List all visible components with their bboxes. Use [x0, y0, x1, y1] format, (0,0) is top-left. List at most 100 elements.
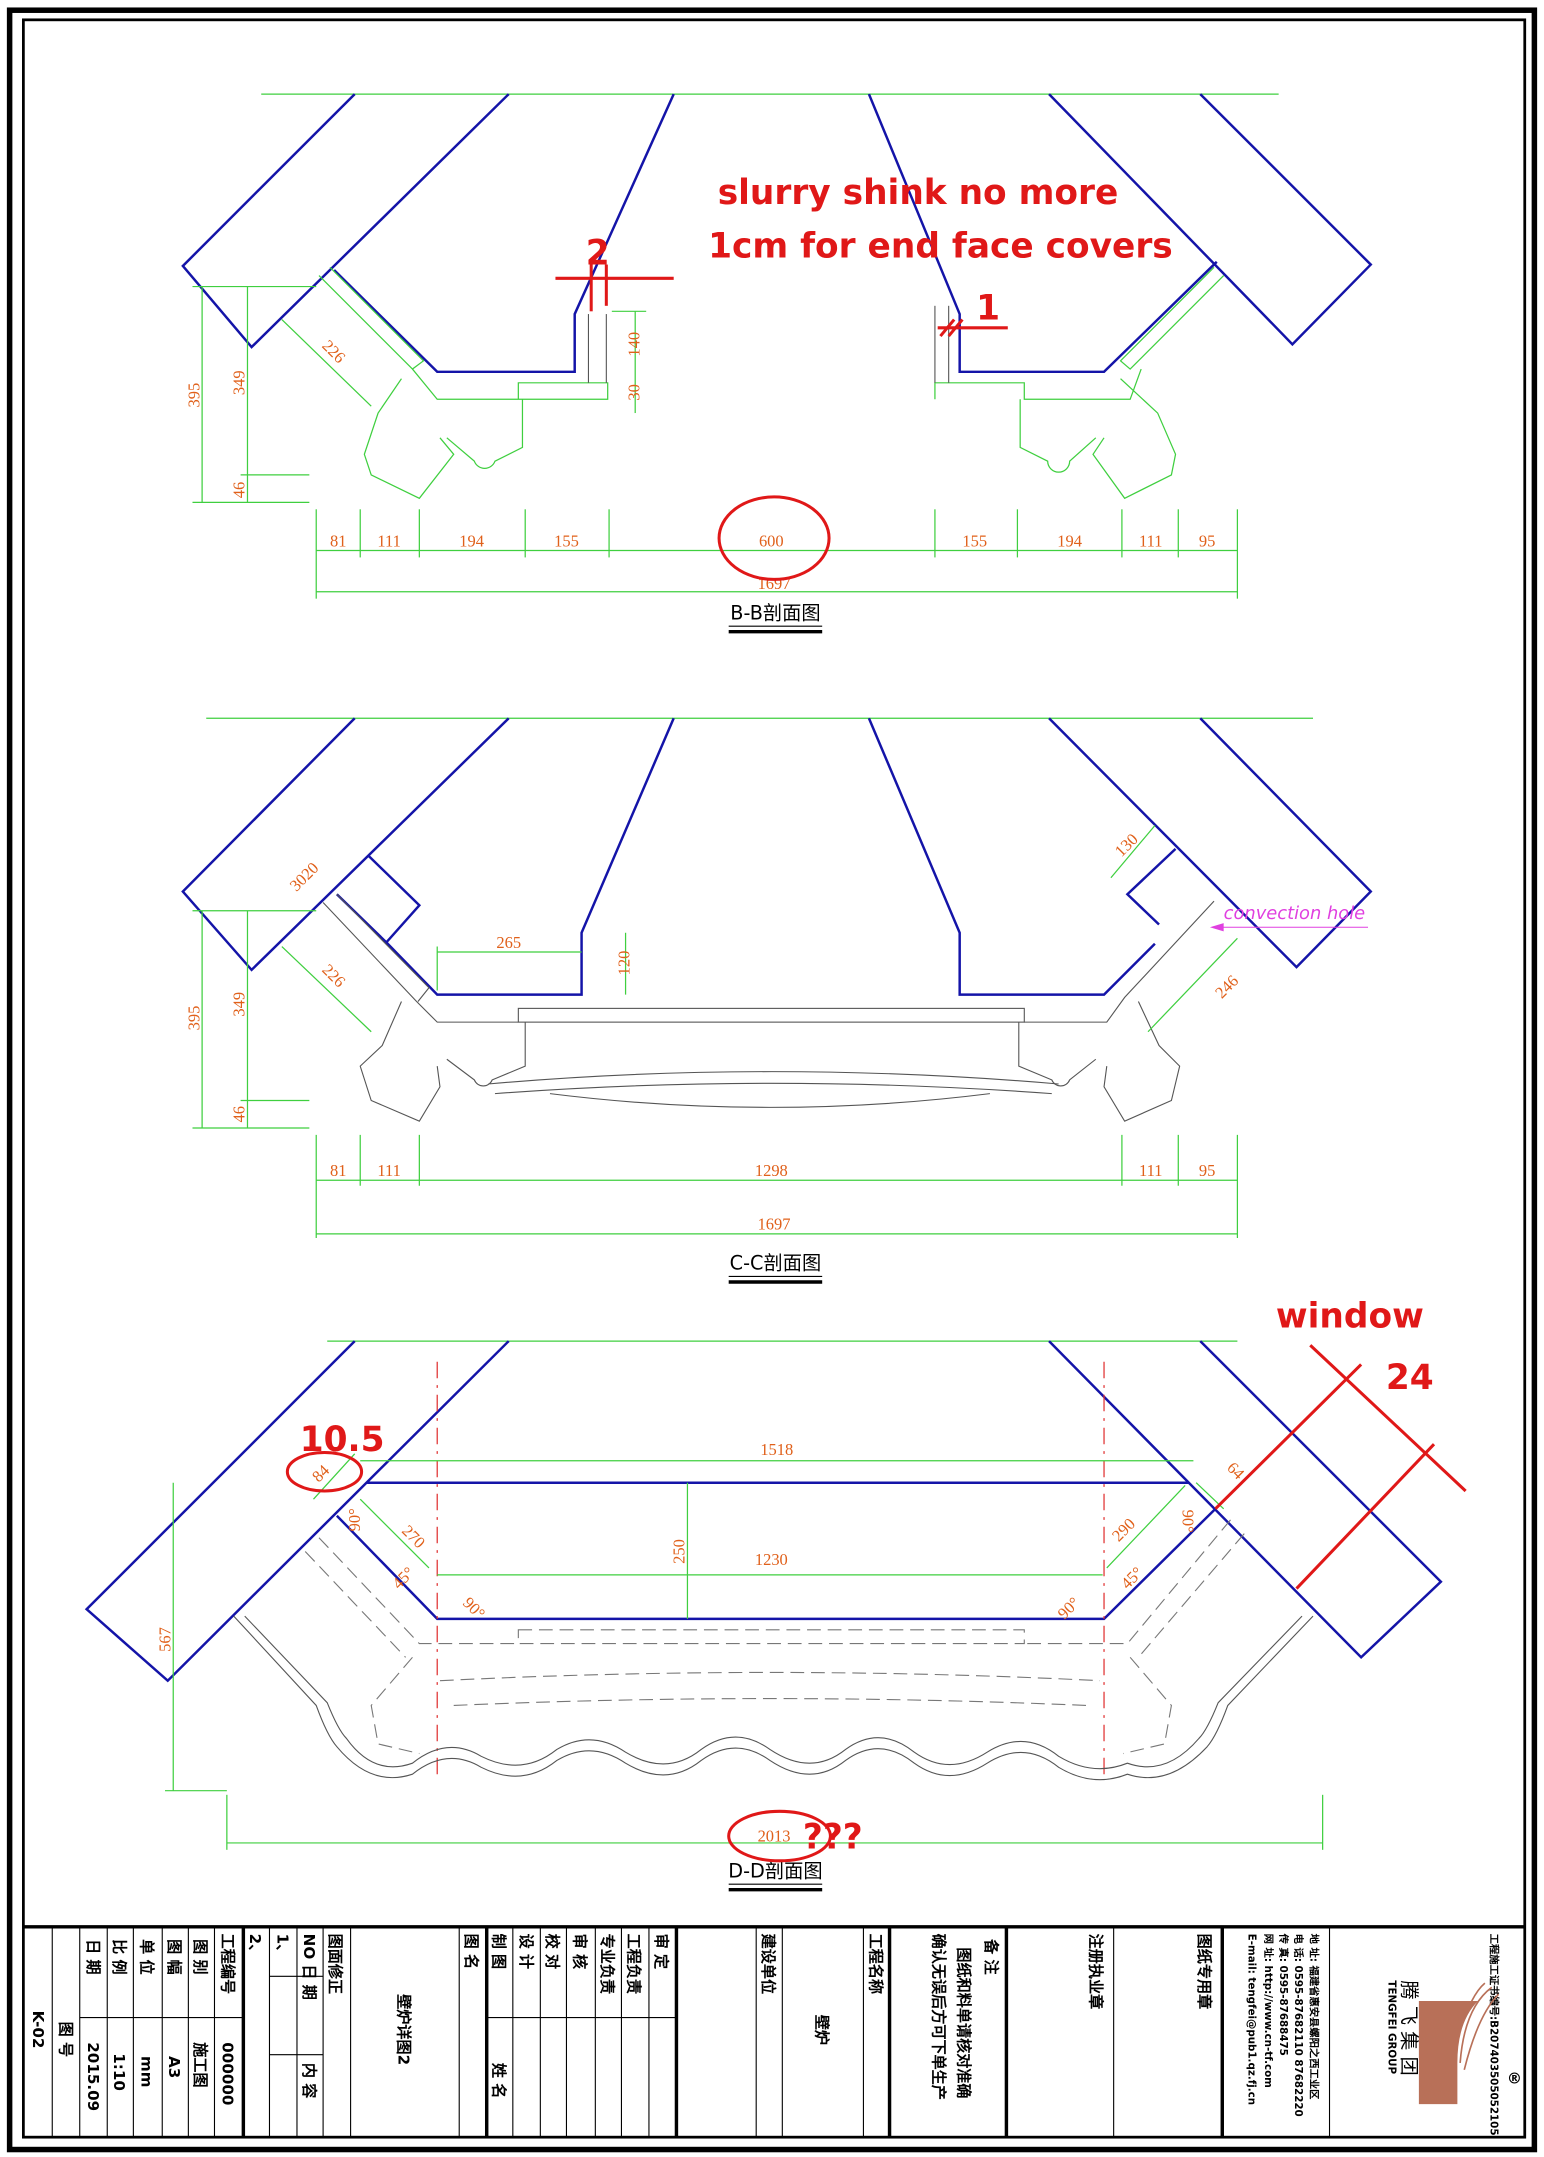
revision-header: 图面修正 [326, 1934, 344, 1994]
remarks-label: 备 注 [982, 1938, 1000, 1974]
dim-cc-5: 95 [1199, 1161, 1215, 1180]
dim-cc-3020: 3020 [286, 858, 323, 895]
date-value: 2015.09 [84, 2042, 102, 2111]
dim-bb-30: 30 [624, 384, 643, 400]
dim-cc-349: 349 [230, 992, 249, 1017]
project-lead-label: 工程负责 [624, 1934, 642, 1994]
dim-cc-246: 246 [1211, 971, 1242, 1002]
unit-value: mm [138, 2056, 156, 2088]
dim-bb-226: 226 [318, 336, 349, 367]
scale-label: 比 例 [110, 1939, 128, 1974]
name-header: 姓 名 [490, 2063, 508, 2098]
dim-dd-2013: 2013 [758, 1827, 791, 1846]
dim-bb-46: 46 [230, 482, 249, 498]
company-name-en: TENGFEI GROUP [1386, 1980, 1398, 2074]
sheet-size-value: A3 [165, 2056, 183, 2078]
dim-dd-290: 290 [1108, 1514, 1139, 1545]
dim-bb-395: 395 [184, 383, 203, 408]
annotation-question: ??? [803, 1817, 863, 1857]
convection-arrow-icon [1209, 923, 1224, 932]
reviewed-by-label: 审 核 [571, 1934, 589, 1969]
dim-bb-8: 111 [1139, 531, 1163, 550]
section-title-cc: C-C剖面图 [730, 1252, 822, 1275]
angle-dd-90-d: 90° [1178, 1510, 1197, 1533]
discipline-lead-label: 专业负责 [598, 1934, 616, 1994]
scale-value: 1:10 [110, 2053, 128, 2091]
angle-dd-45-b: 45° [1117, 1563, 1147, 1593]
highlight-ellipse-2013 [727, 1809, 832, 1863]
drawing-number-value: K-02 [29, 2011, 47, 2049]
dim-cc-2: 111 [377, 1161, 401, 1180]
dim-bb-6: 155 [962, 531, 987, 550]
company-fax: 传 真: 0595-87688475 [1277, 1933, 1290, 2056]
dim-cc-46: 46 [230, 1106, 249, 1122]
checked-by-label: 校 对 [543, 1934, 561, 1969]
drawing-name-value: 壁炉详图2 [395, 1994, 413, 2065]
registered-seal-label: 注册执业章 [1086, 1934, 1104, 2010]
dim-cc-120: 120 [615, 951, 634, 976]
dim-bb-total: 1697 [758, 574, 791, 593]
date-label: 日 期 [84, 1939, 102, 1974]
drawn-by-label: 制 图 [490, 1934, 508, 1969]
drawing-seal-label: 图纸专用章 [1195, 1934, 1213, 2010]
dim-cc-3: 1298 [755, 1161, 788, 1180]
project-number-label: 工程编号 [219, 1934, 237, 1994]
convection-hole-label: convection hole [1224, 903, 1366, 924]
dim-bb-3: 194 [459, 531, 484, 550]
dim-dd-567: 567 [155, 1627, 174, 1652]
dim-bb-1: 81 [330, 531, 346, 550]
highlight-ellipse-84 [285, 1450, 364, 1493]
dim-cc-1: 81 [330, 1161, 346, 1180]
company-website: 网 址: http://www.cn-tf.com [1262, 1934, 1275, 2088]
title-block: K-02 图 号 日 期 2015.09 比 例 1:10 单 位 mm 图 幅… [23, 1925, 1525, 2138]
dim-bb-4: 155 [554, 531, 579, 550]
dim-bb-9: 95 [1199, 531, 1215, 550]
dim-dd-1518: 1518 [760, 1440, 793, 1459]
sheet-size-label: 图 幅 [165, 1939, 183, 1974]
highlight-ellipse-600 [717, 495, 831, 581]
company-name-cn: 腾 飞 集 团 [1397, 1980, 1420, 2075]
license-number: 工程施工证书编号:B207403505052105 [1487, 1934, 1500, 2136]
dim-cc-130: 130 [1111, 830, 1142, 861]
dim-dd-1230: 1230 [755, 1550, 788, 1569]
dim-bb-5: 600 [759, 531, 784, 550]
section-bb: 81 111 194 155 600 155 194 111 95 1697 3… [181, 93, 1373, 634]
inner-border [21, 18, 1527, 2139]
section-title-dd: D-D剖面图 [728, 1859, 822, 1882]
project-number-value: 000000 [219, 2042, 237, 2105]
dim-cc-265: 265 [496, 933, 521, 952]
company-phone: 电 话: 0595-87682110 87682220 [1292, 1934, 1305, 2117]
remarks-line-1: 图纸和料单请核对准确 [954, 1947, 972, 2098]
annotation-slurry-line1: slurry shink no more [718, 173, 1119, 213]
company-email: E-mail: tengfei@pub1.qz.fj.cn [1245, 1934, 1257, 2105]
dim-dd-250: 250 [670, 1539, 689, 1564]
annotation-slurry-line2: 1cm for end face covers [708, 227, 1173, 267]
revision-1: 1、 [274, 1934, 292, 1960]
outer-border [6, 7, 1538, 2153]
annotation-mark-1: 1 [976, 289, 1000, 329]
revision-2: 2、 [246, 1934, 264, 1960]
revision-content-header: 内 容 [300, 2063, 318, 2099]
approved-by-label: 审 定 [652, 1934, 670, 1970]
drawing-type-value: 施工图 [191, 2042, 209, 2087]
annotation-24: 24 [1386, 1358, 1434, 1398]
dim-cc-total: 1697 [758, 1215, 791, 1234]
revision-no-date-header: NO 日 期 [300, 1934, 318, 2000]
project-name-value: 壁炉 [813, 2015, 831, 2045]
designed-by-label: 设 计 [517, 1934, 535, 1969]
company-address: 地 址: 福建省惠安县螺阳之西工业区 [1307, 1934, 1320, 2100]
client-label: 建设单位 [759, 1934, 777, 1994]
section-title-bb: B-B剖面图 [730, 601, 820, 624]
remarks-line-2: 确认无误后方可下单生产 [930, 1934, 948, 2100]
project-name-label: 工程名称 [866, 1934, 884, 1994]
annotation-window: window [1276, 1296, 1424, 1336]
drawing-number-label: 图 号 [56, 2022, 74, 2057]
registered-mark: ® [1507, 2070, 1522, 2088]
dim-bb-349: 349 [230, 370, 249, 395]
section-dd: 1518 1230 250 270 290 84 64 90° 45° 90° … [84, 1296, 1467, 1892]
angle-dd-45-a: 45° [388, 1563, 418, 1593]
angle-dd-90-a: 90° [345, 1508, 364, 1531]
section-cc: 81 111 1298 111 95 1697 395 349 46 3020 … [181, 717, 1373, 1284]
dim-cc-395: 395 [184, 1006, 203, 1031]
